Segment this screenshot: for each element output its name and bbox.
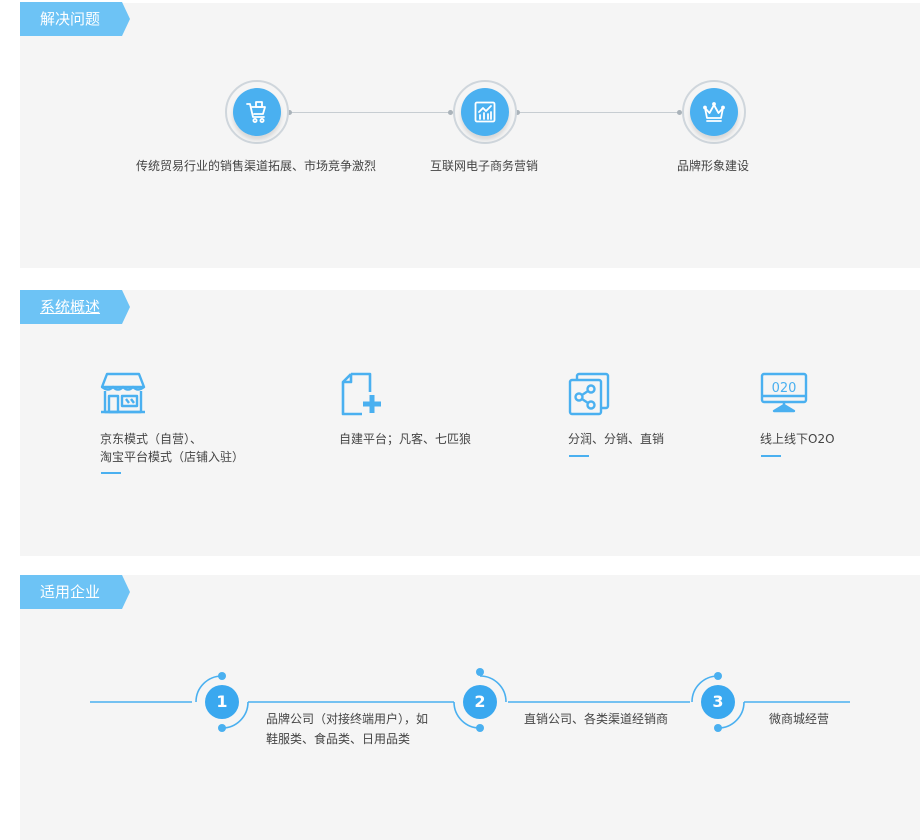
connector-dot	[287, 110, 292, 115]
problems-section-tag: 解决问题	[20, 2, 130, 36]
problem-item-2-badge	[453, 80, 517, 144]
add-document-icon	[341, 372, 381, 416]
problems-section-title: 解决问题	[40, 10, 101, 28]
enterprises-section-tag: 适用企业	[20, 575, 130, 609]
problem-item-2-label: 互联网电子商务营销	[429, 159, 538, 173]
overview-item-1-line2: 淘宝平台模式（店铺入驻）	[100, 450, 245, 464]
crown-icon	[703, 102, 725, 122]
enterprise-item-1-line1: 品牌公司（对接终端用户），如	[266, 712, 429, 726]
share-icon	[568, 372, 610, 416]
overview-item-2-line1: 自建平台；凡客、七匹狼	[339, 432, 472, 446]
enterprise-step-3: 3	[701, 685, 735, 719]
problem-item-3-badge	[682, 80, 746, 144]
enterprise-step-2: 2	[463, 685, 497, 719]
cart-icon	[246, 101, 266, 123]
storefront-icon	[100, 372, 146, 414]
problem-item-1-label: 传统贸易行业的销售渠道拓展、市场竞争激烈	[135, 159, 376, 173]
enterprise-step-1: 1	[205, 685, 239, 719]
connector-dot	[515, 110, 520, 115]
overview-item-3-line1: 分润、分销、直销	[568, 432, 665, 446]
overview-section-title: 系统概述	[40, 298, 101, 316]
problem-item-1-badge	[225, 80, 289, 144]
overview-panel	[20, 290, 920, 556]
enterprise-item-2-line1: 直销公司、各类渠道经销商	[524, 712, 669, 726]
problems-connector-line-1	[290, 112, 451, 113]
connector-dot	[448, 110, 453, 115]
enterprise-item-1-line2: 鞋服类、食品类、日用品类	[266, 732, 411, 746]
overview-item-3-underline	[569, 455, 589, 457]
overview-item-4-line1: 线上线下O2O	[760, 432, 835, 446]
overview-item-4-underline	[761, 455, 781, 457]
problem-item-3-label: 品牌形象建设	[676, 159, 749, 173]
enterprises-section-title: 适用企业	[40, 583, 101, 601]
connector-dot	[677, 110, 682, 115]
overview-item-1-line1: 京东模式（自营）、	[100, 432, 203, 446]
overview-section-tag: 系统概述	[20, 290, 130, 324]
enterprise-timeline	[90, 668, 850, 732]
overview-item-1-underline	[101, 472, 121, 474]
chart-icon	[474, 101, 496, 123]
enterprise-item-3-line1: 微商城经营	[769, 712, 830, 726]
monitor-o2o-icon: 020	[760, 372, 808, 413]
problems-connector-line-2	[518, 112, 680, 113]
svg-text:020: 020	[772, 381, 797, 396]
